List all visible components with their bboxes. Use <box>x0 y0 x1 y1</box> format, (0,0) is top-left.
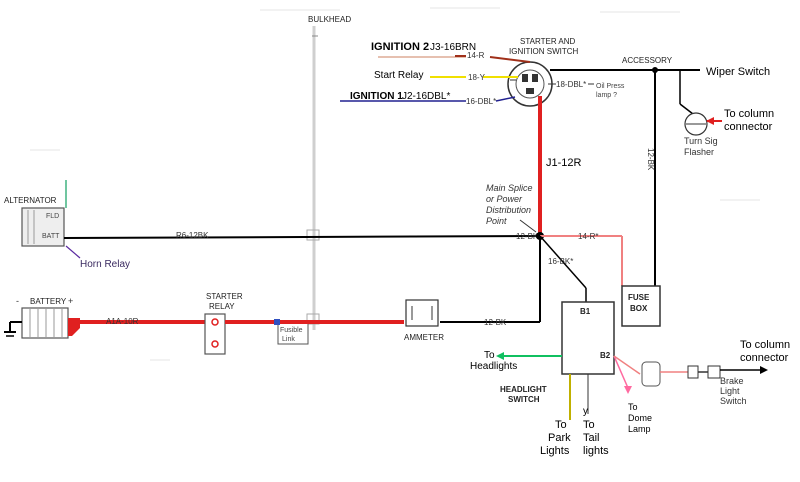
battery-body <box>21 307 69 339</box>
ammeter: AMMETER 12-BK <box>404 238 541 342</box>
accessory-label: ACCESSORY <box>622 56 673 65</box>
bulkhead: BULKHEAD <box>306 15 351 330</box>
splice-label-2: or Power <box>486 194 523 204</box>
fld-label: FLD <box>46 213 59 220</box>
starter-relay-body <box>204 313 226 355</box>
battery-label: BATTERY <box>30 297 67 306</box>
turn-sig-label-2: Flasher <box>684 147 714 157</box>
b1-label: B1 <box>580 307 591 316</box>
ignition2-label: IGNITION 2 <box>371 41 429 53</box>
fuse-label-1: FUSE <box>628 293 650 302</box>
tail-label-1: To <box>583 419 595 431</box>
background-marks <box>30 7 760 361</box>
tail-label-3: lights <box>583 445 609 457</box>
splice-label-3: Distribution <box>486 205 531 215</box>
headlight-switch: B1 B2 HEADLIGHT SWITCH <box>500 301 615 404</box>
headlights-wire: To Headlights <box>470 350 562 372</box>
headlight-label-2: SWITCH <box>508 395 540 404</box>
wiper-switch-label: Wiper Switch <box>706 66 770 78</box>
splice-label-1: Main Splice <box>486 183 533 193</box>
park-tail-wires: y To Park Lights To Tail lights <box>540 374 609 457</box>
headlight-label-1: HEADLIGHT <box>500 385 547 394</box>
accessory-wire: ACCESSORY Wiper Switch 12-BK <box>550 56 770 286</box>
oil-press-label-2: lamp ? <box>596 92 617 99</box>
alternator-label: ALTERNATOR <box>4 196 57 205</box>
ignition-switch: STARTER AND IGNITION SWITCH <box>507 37 579 107</box>
starter-relay: STARTER RELAY <box>204 292 280 355</box>
dome-label-3: Lamp <box>628 424 651 434</box>
connector-label-1: connector <box>724 121 773 133</box>
start-relay-wire: Start Relay 18-Y <box>374 70 518 82</box>
park-label-1: To <box>555 419 567 431</box>
wire-18dbl-label: 18-DBL* <box>556 80 586 89</box>
svg-text:-: - <box>16 296 19 306</box>
alternator-body <box>21 207 65 247</box>
horn-relay-label: Horn Relay <box>80 259 130 270</box>
oil-press-wire: 18-DBL* Oil Press lamp ? <box>548 80 625 99</box>
starter-relay-label-1: STARTER <box>206 292 243 301</box>
j1-label: J1-12R <box>546 157 582 169</box>
brake-label-2: Light <box>720 386 740 396</box>
fuse-label-2: BOX <box>630 304 648 313</box>
splice-label-4: Point <box>486 216 507 226</box>
ammeter-body <box>405 299 439 327</box>
wire-18y-label: 18-Y <box>468 73 486 82</box>
dome-label-2: Dome <box>628 413 652 423</box>
main-splice: Main Splice or Power Distribution Point <box>486 183 537 233</box>
wire-12bk-main-label: 12-BK <box>516 232 539 241</box>
ammeter-label: AMMETER <box>404 333 444 342</box>
oil-press-label-1: Oil Press <box>596 83 625 90</box>
fusible-label-1: Fusible <box>280 327 303 334</box>
wire-12bk-acc-label: 12-BK <box>646 148 655 171</box>
fusible-link: Fusible Link <box>274 319 404 345</box>
bulkhead-label: BULKHEAD <box>308 15 351 24</box>
battery: BATTERY - + A1A-10R <box>4 296 205 339</box>
brake-label-3: Switch <box>720 396 747 406</box>
fusible-label-2: Link <box>282 336 295 343</box>
alternator: ALTERNATOR FLD BATT R6-12BK 12-BK Horn R… <box>4 180 544 270</box>
park-label-3: Lights <box>540 445 570 457</box>
starter-relay-label-2: RELAY <box>209 302 235 311</box>
batt-term-label: BATT <box>42 233 60 240</box>
wire-12bk-amm-label: 12-BK <box>484 318 507 327</box>
turn-sig-label-1: Turn Sig <box>684 136 718 146</box>
j1-wire: J1-12R <box>538 96 582 236</box>
b2-label: B2 <box>600 351 611 360</box>
dome-lamp-wire: To Dome Lamp <box>613 355 652 434</box>
ignition1-code: J2-16DBL* <box>402 91 450 102</box>
switch-label-2: IGNITION SWITCH <box>509 47 579 56</box>
turn-signal-flasher: To column connector Turn Sig Flasher <box>684 108 774 157</box>
to-column-label-1: To column <box>724 108 774 120</box>
brake-label-1: Brake <box>720 376 744 386</box>
ignition1-wire: IGNITION 1 J2-16DBL* 16-DBL* <box>340 91 516 106</box>
to-headlights-label-2: Headlights <box>470 361 517 372</box>
to-column-label-2: To column <box>740 339 790 351</box>
wire-14r-star-label: 14-R* <box>578 232 598 241</box>
headlight-switch-body <box>561 301 615 375</box>
tail-label-2: Tail <box>583 432 600 444</box>
wire-a1a-label: A1A-10R <box>106 317 139 326</box>
headlight-feed: 14-R* 16-BK* <box>539 232 623 302</box>
ignition2-wire: IGNITION 2 J3-16BRN 14-R <box>371 41 531 63</box>
switch-label-1: STARTER AND <box>520 37 575 46</box>
wire-14r-label: 14-R <box>467 51 485 60</box>
park-label-2: Park <box>548 432 571 444</box>
ignition2-code: J3-16BRN <box>430 42 476 53</box>
start-relay-label: Start Relay <box>374 70 423 81</box>
wire-16bk-label: 16-BK* <box>548 257 573 266</box>
dome-label-1: To <box>628 402 638 412</box>
svg-text:+: + <box>68 296 73 306</box>
brake-light-switch: To column connector Brake Light Switch <box>641 339 790 406</box>
wire-16dbl-label: 16-DBL* <box>466 97 496 106</box>
fuse-box: FUSE BOX <box>621 285 661 327</box>
connector-label-2: connector <box>740 352 789 364</box>
wire-r6-label: R6-12BK <box>176 231 209 240</box>
svg-text:y: y <box>583 406 588 417</box>
fuse-box-body <box>621 285 661 327</box>
to-headlights-label-1: To <box>484 350 495 361</box>
ignition1-label: IGNITION 1 <box>350 91 403 102</box>
